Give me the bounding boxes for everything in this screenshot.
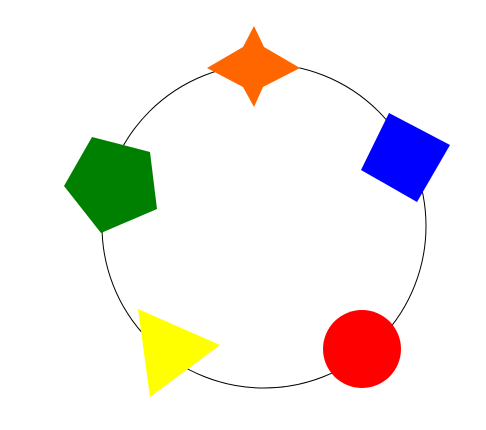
square-icon — [361, 113, 450, 202]
triangle-icon — [138, 309, 220, 397]
circle-icon — [323, 310, 401, 388]
pentagon-icon — [64, 137, 157, 233]
star-icon — [207, 26, 300, 107]
